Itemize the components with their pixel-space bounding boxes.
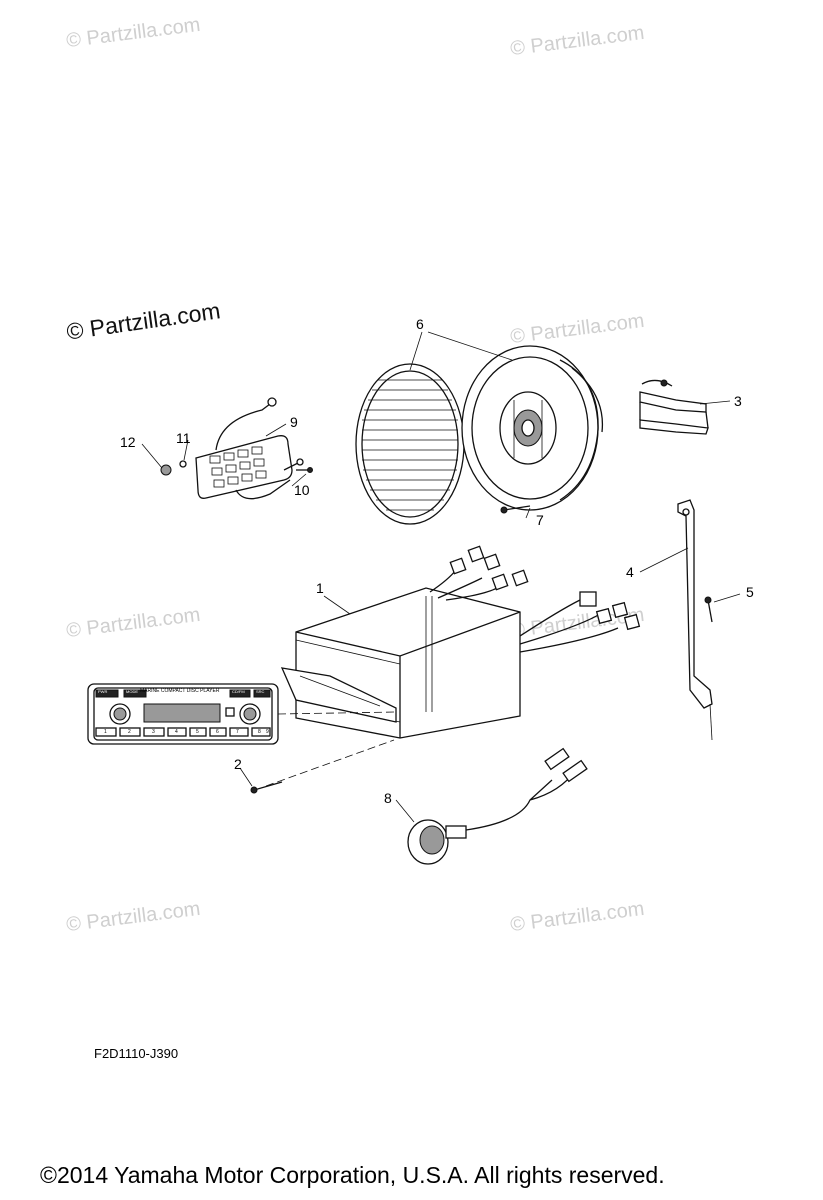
remote-control-panel [195,397,304,500]
callout-2: 2 [234,756,242,772]
speaker-grille [355,363,465,525]
callout-5: 5 [746,584,754,600]
mounting-bracket [677,499,713,741]
faceplate-preset-1: 1 [104,729,107,735]
callout-12: 12 [120,434,136,450]
faceplate-preset-9: 9 [266,729,269,735]
callout-9: 9 [290,414,298,430]
faceplate-button-cdfm: CD/FM [232,689,245,694]
audio-unit [280,545,641,739]
callout-3: 3 [734,393,742,409]
callout-8: 8 [384,790,392,806]
callout-10: 10 [294,482,310,498]
screw-10 [296,467,313,473]
faceplate-preset-3: 3 [152,729,155,735]
cd-player-faceplate [87,683,279,745]
faceplate-preset-8: 8 [258,729,261,735]
aux-input-jack [407,747,588,865]
faceplate-button-pwr: PWR [98,689,108,694]
screw-2 [250,781,283,794]
callout-4: 4 [626,564,634,580]
screw-5 [704,596,713,623]
leader-lines [141,331,741,823]
wire-harness-clip [639,379,709,435]
faceplate-title: MARINE COMPACT DISC PLAYER [140,688,220,694]
nut-and-washer [160,460,187,476]
screw-7 [500,505,531,514]
callout-11: 11 [176,430,191,446]
callout-7: 7 [536,512,544,528]
faceplate-preset-7: 7 [236,729,239,735]
faceplate-preset-4: 4 [175,729,178,735]
faceplate-button-src: SRC [256,689,265,694]
faceplate-preset-6: 6 [216,729,219,735]
faceplate-preset-5: 5 [196,729,199,735]
faceplate-preset-2: 2 [128,729,131,735]
callout-6: 6 [416,316,424,332]
speaker [461,345,604,511]
faceplate-button-mode: MODE [126,689,138,694]
copyright-notice: ©2014 Yamaha Motor Corporation, U.S.A. A… [40,1162,665,1188]
callout-1: 1 [316,580,324,596]
diagram-code: F2D1110-J390 [94,1046,179,1061]
